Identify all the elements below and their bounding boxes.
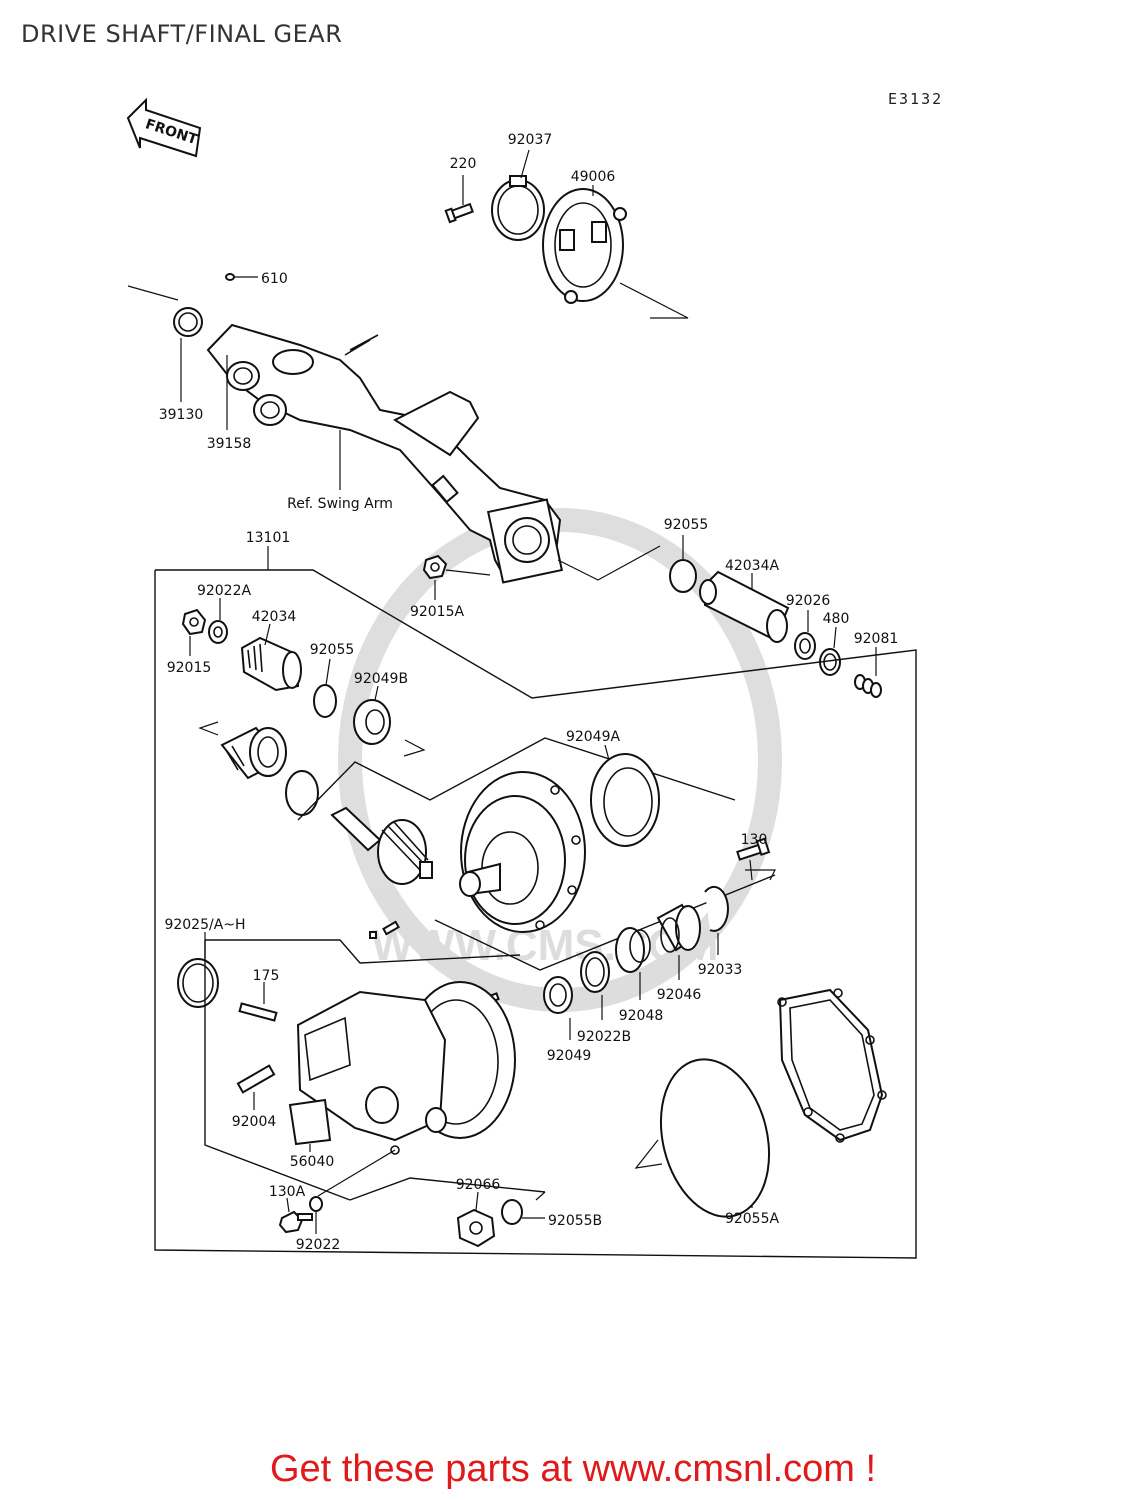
part-label-56040[interactable]: 56040 xyxy=(290,1154,335,1170)
final-gear-assembly-box xyxy=(154,546,917,1259)
bearing-92049B-icon xyxy=(353,685,391,745)
nut-92015-icon xyxy=(181,608,207,656)
part-label-39130[interactable]: 39130 xyxy=(159,407,204,423)
stud-175-icon xyxy=(238,982,278,1022)
part-label-13101[interactable]: 13101 xyxy=(246,530,291,546)
part-label-42034A[interactable]: 42034A xyxy=(725,558,780,574)
reference-note: Ref. Swing Arm xyxy=(287,496,393,512)
ring-gear-icon xyxy=(459,771,586,933)
part-label-92015[interactable]: 92015 xyxy=(167,660,212,676)
stud-92004-icon xyxy=(236,1064,276,1110)
washer-92022-icon xyxy=(309,1149,396,1234)
part-label-130A[interactable]: 130A xyxy=(269,1184,306,1200)
part-label-92055B[interactable]: 92055B xyxy=(548,1213,602,1229)
bolt-130-icon xyxy=(736,837,771,881)
part-label-92066[interactable]: 92066 xyxy=(456,1177,501,1193)
ring-39130-icon xyxy=(173,307,203,402)
part-label-130[interactable]: 130 xyxy=(741,832,768,848)
figure-code: E3132 xyxy=(888,90,944,108)
part-label-92022A[interactable]: 92022A xyxy=(197,583,252,599)
part-label-610[interactable]: 610 xyxy=(261,271,288,287)
boot-49006-icon xyxy=(542,185,689,319)
exploded-diagram: WWW.CMS.COM FRONT xyxy=(126,97,917,1259)
front-arrow-icon: FRONT xyxy=(126,97,202,158)
shim-92025-icon xyxy=(177,932,219,1008)
part-label-92048[interactable]: 92048 xyxy=(619,1008,664,1024)
pinion-gear-icon xyxy=(330,806,433,885)
nut-92015A-icon xyxy=(422,554,491,600)
part-label-92055-top[interactable]: 92055 xyxy=(664,517,709,533)
seal-92049-icon xyxy=(543,976,573,1040)
part-label-92055-mid[interactable]: 92055 xyxy=(310,642,355,658)
part-label-42034[interactable]: 42034 xyxy=(252,609,297,625)
seal-92049A-icon xyxy=(590,744,660,847)
joint-42034-icon xyxy=(240,623,302,692)
pinion-housing-icon xyxy=(220,726,287,780)
oring-pinion-icon xyxy=(285,770,319,816)
page-title: DRIVE SHAFT/FINAL GEAR xyxy=(21,20,343,48)
part-label-92004[interactable]: 92004 xyxy=(232,1114,277,1130)
promo-link[interactable]: Get these parts at www.cmsnl.com ! xyxy=(269,1448,877,1490)
bolt-220-icon xyxy=(444,175,474,224)
part-label-92037[interactable]: 92037 xyxy=(508,132,553,148)
part-label-175[interactable]: 175 xyxy=(253,968,280,984)
part-label-92081[interactable]: 92081 xyxy=(854,631,899,647)
clamp-92037-icon xyxy=(491,149,545,241)
part-label-92049B[interactable]: 92049B xyxy=(354,671,408,687)
watermark-text: WWW.CMS.COM xyxy=(371,921,718,970)
part-label-92049[interactable]: 92049 xyxy=(547,1048,592,1064)
swing-arm-icon xyxy=(206,323,564,584)
collar-92048-icon xyxy=(615,927,651,1000)
circlip-92033-icon xyxy=(704,885,729,955)
part-label-92022[interactable]: 92022 xyxy=(296,1237,341,1253)
bolt-130A-icon xyxy=(278,1197,313,1234)
bearing-92046-icon xyxy=(656,903,701,980)
part-label-49006[interactable]: 49006 xyxy=(571,169,616,185)
pin-610-icon xyxy=(225,273,258,281)
plug-92066-icon xyxy=(456,1191,496,1248)
washer-92022A-icon xyxy=(208,598,228,644)
oring-92055A-icon xyxy=(634,1058,771,1218)
part-label-92015A[interactable]: 92015A xyxy=(410,604,465,620)
shim-92022B-icon xyxy=(580,951,610,1020)
shaft-42034A-icon xyxy=(699,570,790,643)
part-label-92025[interactable]: 92025/A~H xyxy=(164,917,245,933)
circlip-480-icon xyxy=(819,626,841,676)
part-label-92033[interactable]: 92033 xyxy=(698,962,743,978)
washer-92026-icon xyxy=(794,610,816,660)
part-label-92022B[interactable]: 92022B xyxy=(577,1029,631,1045)
spring-92081-icon xyxy=(854,647,882,698)
part-label-39158[interactable]: 39158 xyxy=(207,436,252,452)
part-label-220[interactable]: 220 xyxy=(450,156,477,172)
part-label-92055A[interactable]: 92055A xyxy=(725,1211,780,1227)
label-plate-56040-icon xyxy=(288,1098,332,1152)
gear-case-icon xyxy=(296,981,516,1155)
oring-92055B-icon xyxy=(501,1191,546,1225)
part-label-92026[interactable]: 92026 xyxy=(786,593,831,609)
oring-92055-top-icon xyxy=(669,535,697,593)
part-label-92046[interactable]: 92046 xyxy=(657,987,702,1003)
part-label-480[interactable]: 480 xyxy=(823,611,850,627)
oring-92055-mid-icon xyxy=(313,658,337,718)
gasket-cover-icon xyxy=(777,988,887,1143)
part-label-92049A[interactable]: 92049A xyxy=(566,729,621,745)
